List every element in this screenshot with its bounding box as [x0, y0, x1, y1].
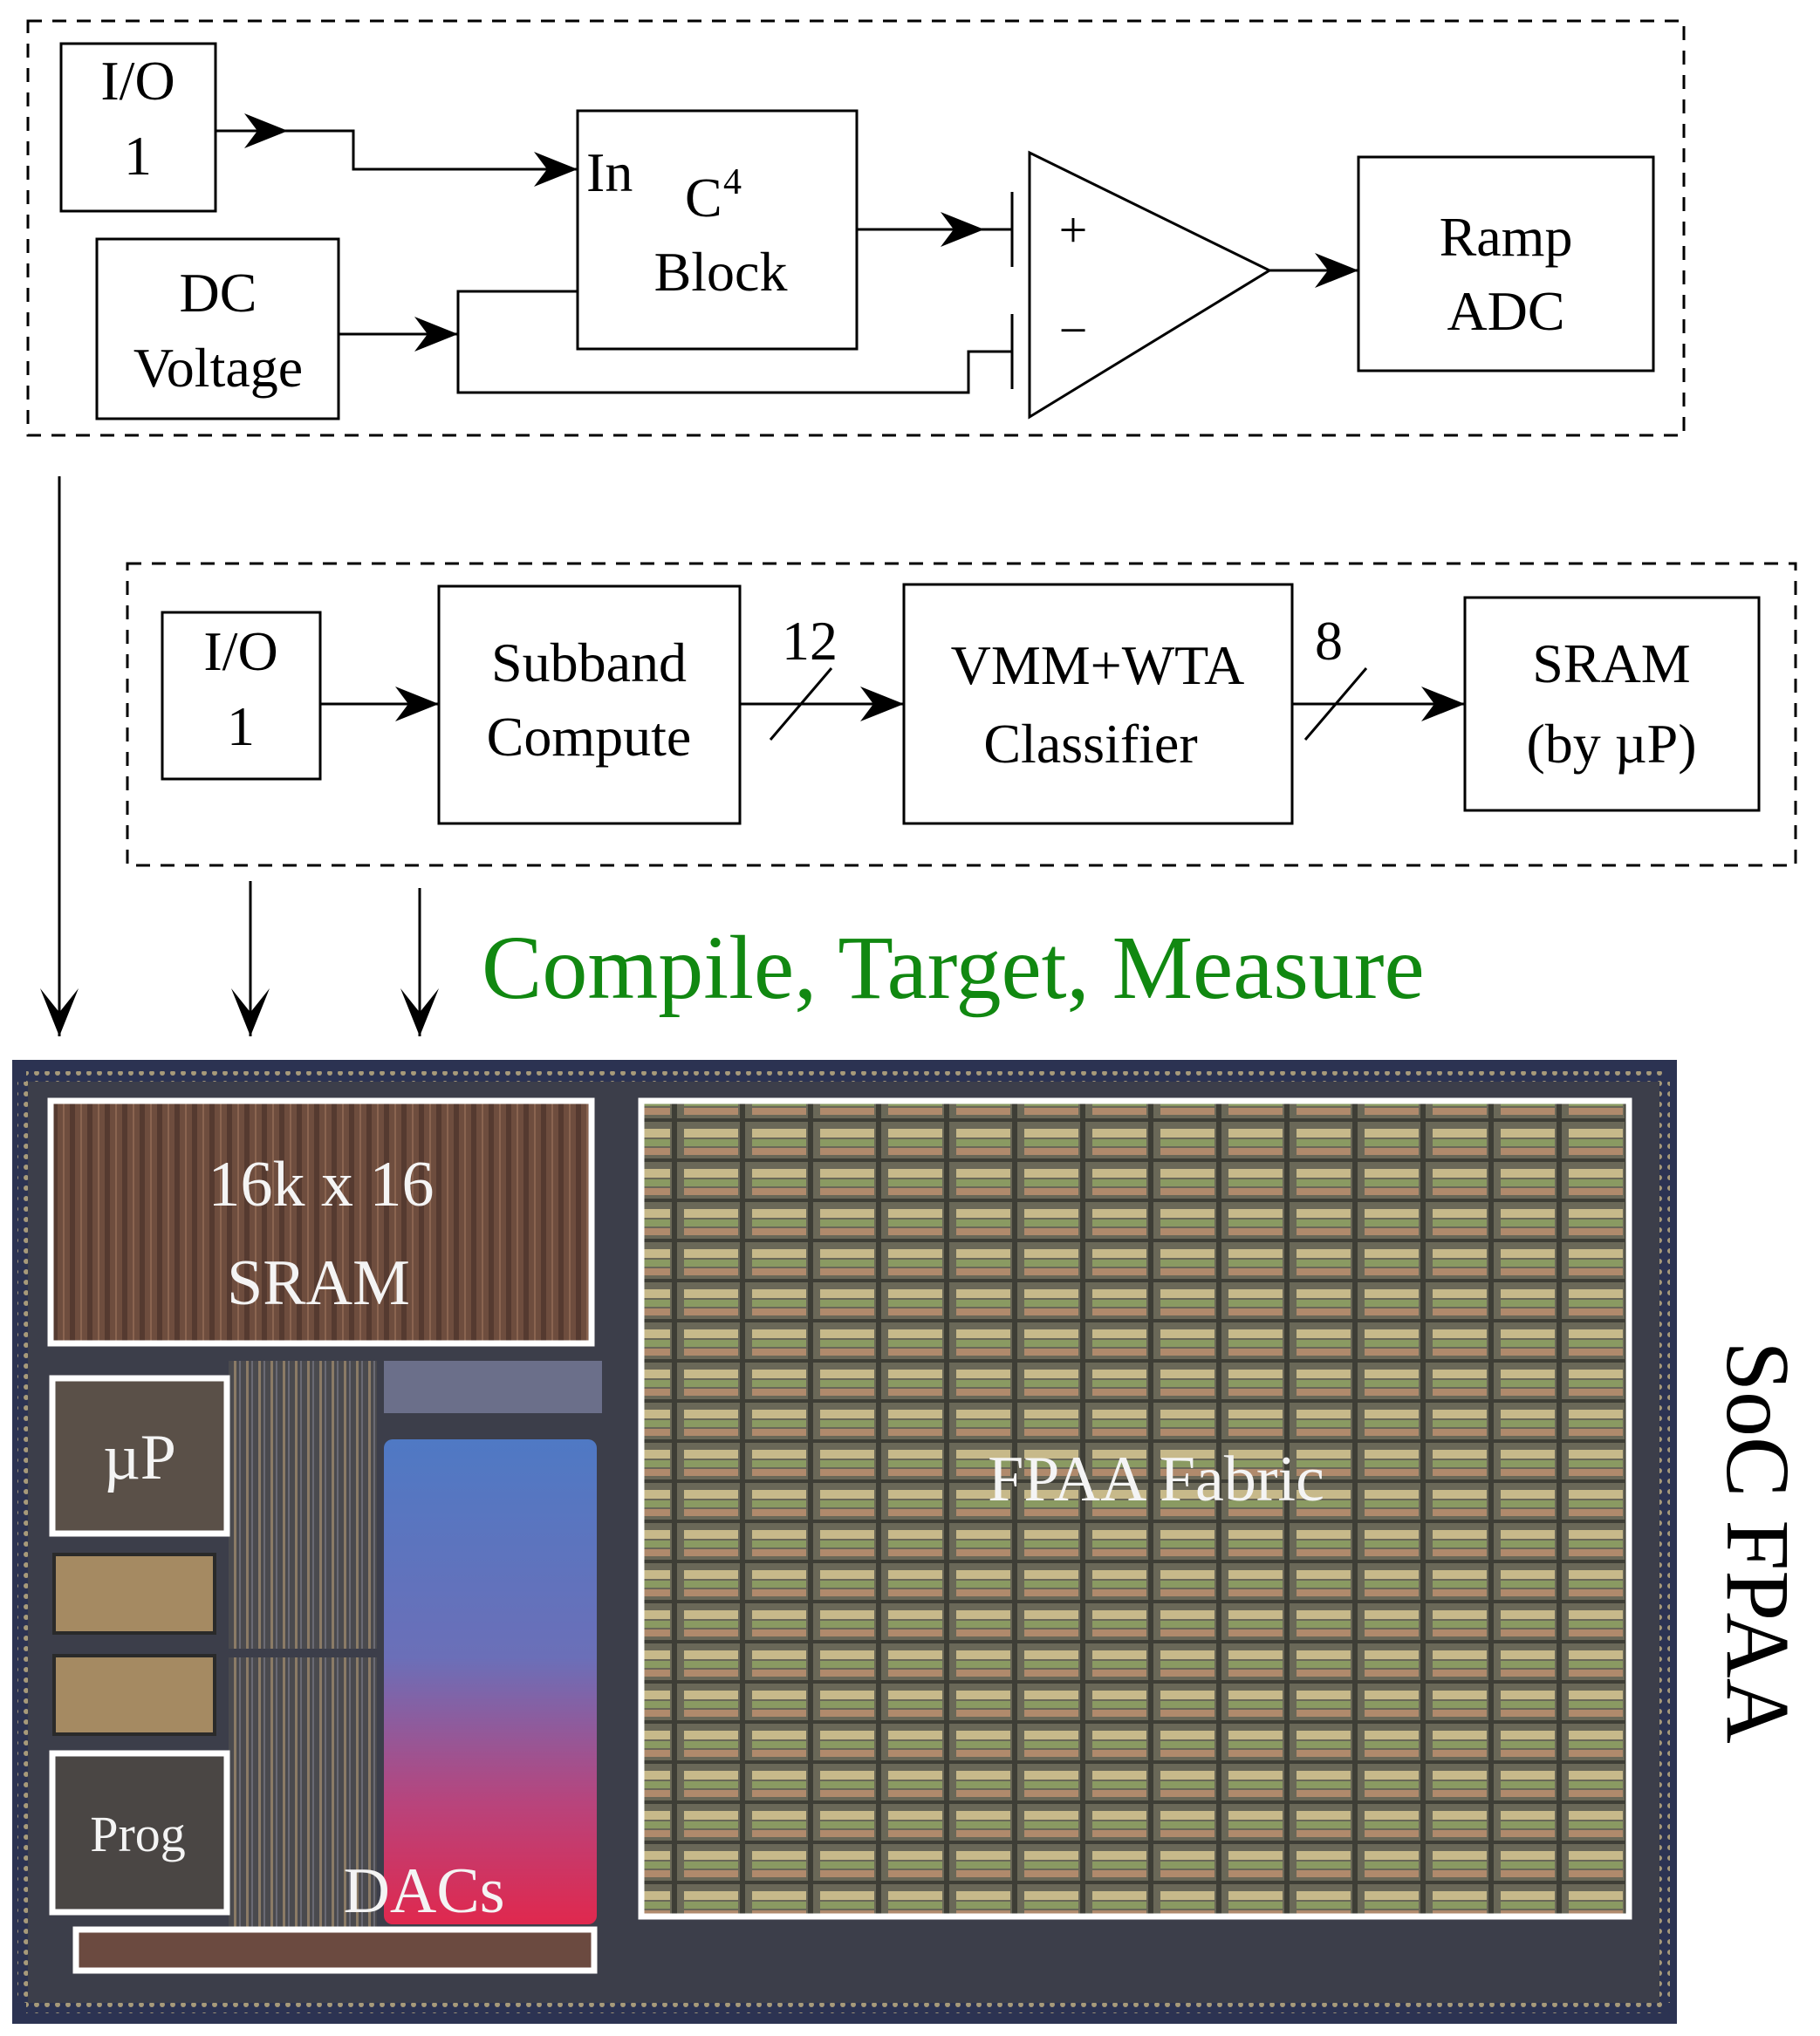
logic-area-2: [229, 1657, 377, 1945]
c4-line1-sup: 4: [723, 162, 742, 202]
prog-outline: [49, 1750, 230, 1916]
pad-ring-left: [17, 1082, 28, 2003]
sram-array: [51, 1101, 592, 1343]
bus2-width-label: 8: [1315, 610, 1343, 672]
fabric-label: FPAA Fabric: [988, 1444, 1324, 1515]
dac-bus: [76, 1930, 594, 1971]
dac-block: [384, 1439, 597, 1924]
sram-up-block: SRAM (by µP): [1463, 596, 1761, 812]
vmm-line1: VMM+WTA: [951, 634, 1245, 696]
wire-io-to-c4-b: [288, 129, 578, 187]
io-top-line1: I/O: [100, 50, 174, 112]
comparator-minus: −: [1059, 302, 1088, 359]
io-mid-line1: I/O: [203, 620, 277, 682]
logic-strip: [384, 1361, 602, 1413]
vmm-line2: Classifier: [983, 713, 1197, 775]
up-outline: [49, 1375, 230, 1537]
c4-line2: Block: [654, 241, 788, 303]
wire-node-to-minus: [456, 334, 1012, 394]
up-core: [52, 1378, 227, 1534]
comparator-plus: +: [1059, 202, 1088, 258]
wire-node-to-c4: [456, 290, 578, 334]
c4-line1-base: C: [685, 167, 722, 229]
bus1-width-label: 12: [782, 610, 838, 672]
fpaa-fabric-outline: [638, 1097, 1632, 1920]
dac-bus-outline: [72, 1926, 598, 1974]
logic-area-1: [229, 1361, 377, 1649]
mid-dashed-frame: [126, 562, 1797, 867]
io-mid-line2: 1: [227, 695, 255, 757]
up-label: µP: [103, 1422, 176, 1493]
sram-outline: [47, 1097, 595, 1347]
sram-line2: (by µP): [1526, 713, 1696, 775]
vmm-wta-block: VMM+WTA Classifier: [902, 583, 1294, 825]
ramp-adc-block: Ramp ADC: [1357, 155, 1655, 372]
soc-fpaa-side-label: SoC FPAA: [1707, 1341, 1808, 1744]
memory-block-2: [52, 1654, 216, 1736]
dc-voltage-block: DC Voltage: [95, 237, 340, 420]
caption-compile-target-measure: Compile, Target, Measure: [482, 918, 1425, 1018]
comparator: + −: [1010, 150, 1273, 420]
prog-label: Prog: [90, 1806, 186, 1862]
dc-line1: DC: [180, 262, 257, 324]
prog-block: [52, 1753, 227, 1912]
pad-ring-right: [1659, 1082, 1670, 2003]
adc-line2: ADC: [1447, 280, 1564, 342]
sram-label-1: 16k x 16: [209, 1149, 434, 1220]
sram-line1: SRAM: [1532, 632, 1690, 694]
bus2-slash: [1303, 667, 1368, 741]
top-dashed-frame: [26, 19, 1686, 437]
io-block-top: I/O 1: [59, 42, 217, 213]
subband-line1: Subband: [491, 632, 687, 693]
pad-ring-bottom: [26, 2003, 1666, 2013]
dc-line2: Voltage: [133, 337, 303, 399]
adc-line1: Ramp: [1440, 206, 1573, 268]
c4-input-label: In: [586, 141, 633, 203]
pad-ring-top: [26, 1071, 1666, 1082]
bus1-slash: [769, 667, 833, 741]
sram-label-2: SRAM: [227, 1247, 410, 1319]
subband-line2: Compute: [487, 706, 692, 768]
io-block-mid: I/O 1: [161, 611, 322, 781]
dacs-label: DACs: [343, 1855, 504, 1927]
memory-block-1: [52, 1553, 216, 1635]
io-top-line2: 1: [124, 125, 152, 187]
fpaa-fabric: [641, 1101, 1629, 1916]
subband-block: Subband Compute: [437, 584, 742, 825]
c4-block: In C 4 Block: [576, 109, 859, 351]
chip-die-photo: 16k x 16 SRAM µP Prog DACs FPAA Fabric: [12, 1060, 1677, 2024]
